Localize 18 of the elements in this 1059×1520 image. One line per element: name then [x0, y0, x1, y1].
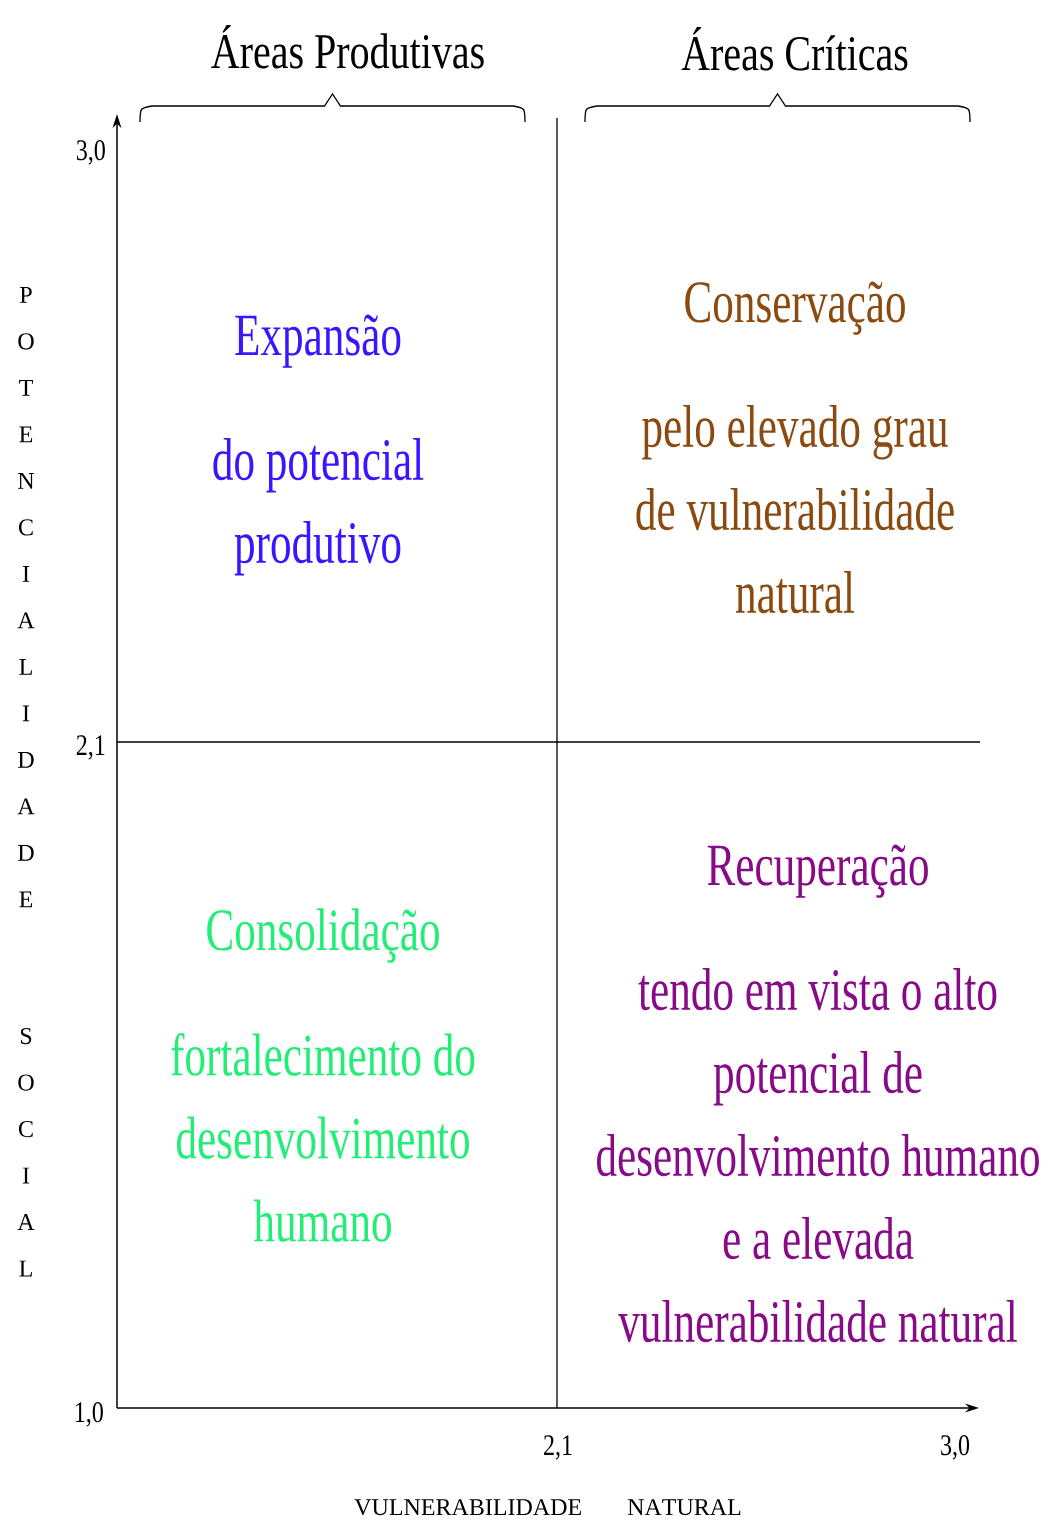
quadrant-heading: Conservação: [685, 281, 905, 335]
quadrant-text: tendo em vista o alto potencial de desenvolvimento humano e a elevada vulnerabilidade natural: [597, 968, 1039, 1343]
quadrant-heading: Recuperação: [707, 844, 928, 898]
axis-title: SOCIAL: [17, 1028, 35, 1277]
quadrant-heading: Consolidação: [207, 908, 439, 963]
tick-label: 2,1: [544, 1435, 572, 1460]
quadrant-text: do potencial produtivo: [213, 438, 424, 576]
tick-label: 1,0: [75, 1402, 103, 1427]
tick-label: 3,0: [76, 140, 105, 165]
quadrant-text: pelo elevado grau de vulnerabilidade natural: [636, 405, 954, 614]
tick-label: 2,1: [76, 735, 105, 760]
group-title: Áreas Críticas: [681, 27, 908, 71]
axis-title: POTENCIALIDADE: [17, 287, 35, 908]
quadrant-text: fortalecimento do desenvolvimento humano: [171, 1033, 475, 1242]
tick-label: 3,0: [941, 1435, 970, 1460]
axis-title: VULNERABILIDADE NATURAL: [354, 1499, 741, 1516]
group-title: Áreas Produtivas: [211, 25, 484, 69]
quadrant-heading: Expansão: [235, 314, 401, 368]
